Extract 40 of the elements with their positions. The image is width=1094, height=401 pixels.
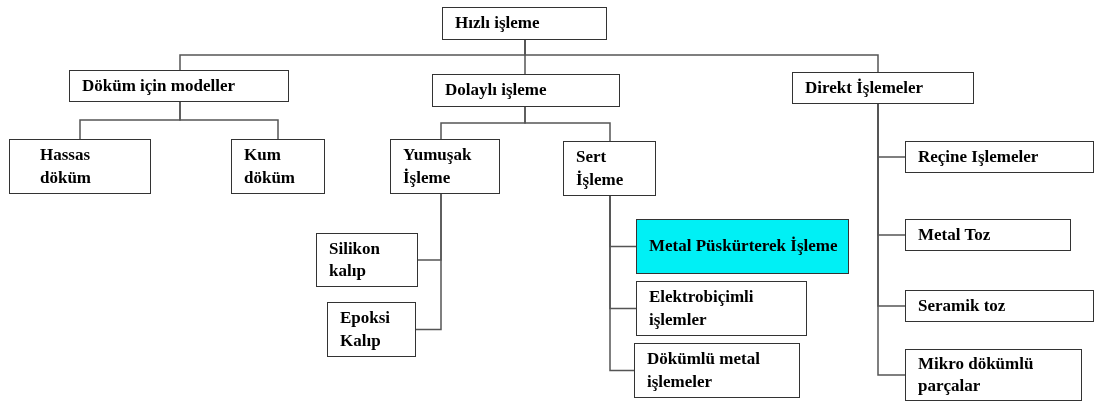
process-box [316, 233, 418, 287]
node-label: Döküm için modeller [82, 74, 235, 97]
node-label: Elektrobiçimli işlemler [649, 286, 755, 331]
node-label: Hassas döküm [40, 144, 93, 189]
node-label: Hızlı işleme [455, 12, 540, 35]
node-label: Yumuşak İşleme [403, 144, 473, 189]
process-box [69, 70, 289, 102]
process-box [905, 141, 1094, 173]
process-box [905, 349, 1082, 401]
highlighted-process-box [636, 219, 849, 274]
node-label: Direkt İşlemeler [805, 76, 924, 99]
node-label: Dökümlü metal işlemeler [647, 348, 761, 393]
connector-line [524, 39, 879, 73]
node-label: Metal Püskürterek İşleme [649, 235, 838, 258]
process-box [432, 74, 620, 107]
process-box [636, 281, 807, 336]
process-box [327, 302, 416, 357]
node-label: Reçine Işlemeler [918, 145, 1039, 168]
process-box [442, 7, 607, 40]
process-box [390, 139, 500, 194]
process-box [634, 343, 800, 398]
process-box [905, 290, 1094, 322]
node-label: Epoksi Kalıp [340, 307, 392, 352]
node-label: Metal Toz [918, 223, 991, 246]
node-label: Dolaylı işleme [445, 79, 547, 102]
process-box [905, 219, 1071, 251]
process-box [792, 72, 974, 104]
connector-line [877, 103, 906, 376]
connector-line [524, 106, 611, 142]
connector-line [415, 193, 442, 331]
process-box [9, 139, 151, 194]
node-label: Seramik toz [918, 294, 1006, 317]
connector-line [179, 101, 279, 140]
node-label: Kum döküm [244, 144, 297, 189]
node-label: Mikro dökümlü parçalar [918, 352, 1035, 397]
node-label: Silikon kalıp [329, 237, 382, 282]
node-label: Sert İşleme [576, 146, 625, 191]
connector-line [609, 195, 635, 372]
process-box [231, 139, 325, 194]
process-box [563, 141, 656, 196]
